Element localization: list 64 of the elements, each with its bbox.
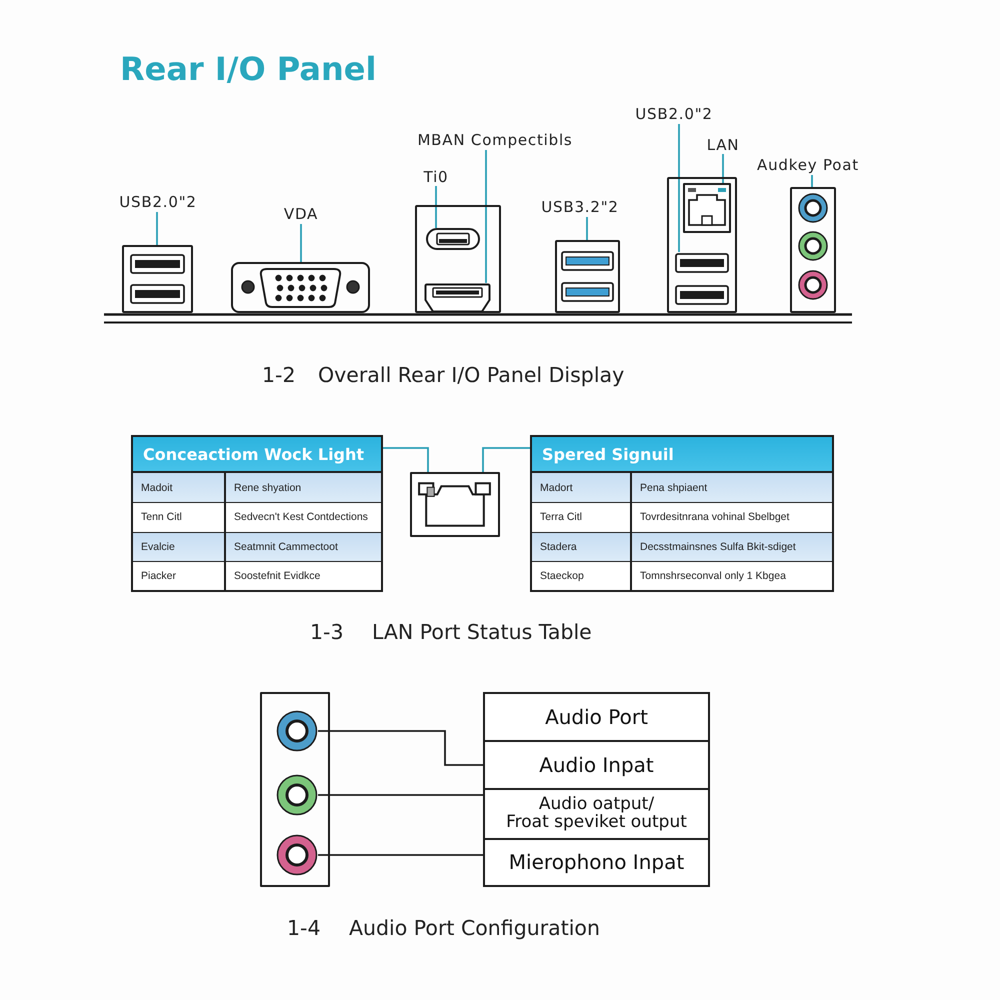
audio-jack-panel [790, 187, 836, 313]
leader-line [678, 124, 680, 252]
usb-port-pair [675, 252, 729, 306]
table-header: Spered Signuil [532, 437, 832, 473]
table-cell: Pena shpiaent [630, 473, 832, 502]
leader-line [383, 447, 429, 472]
figure-caption: LAN Port Status Table [372, 620, 592, 645]
leader-line [156, 212, 158, 245]
table-cell: Madort [532, 473, 630, 502]
port-label: USB2.0"2 [624, 104, 724, 124]
port-function-row: Audio Inpat [485, 740, 708, 788]
figure-caption: Overall Rear I/O Panel Display [318, 363, 624, 388]
vga-port [231, 262, 370, 313]
leader-line [435, 186, 437, 228]
port-housing [667, 177, 737, 313]
leader-line [485, 150, 487, 283]
table-cell: Stadera [532, 532, 630, 561]
port-function-row: Audio oatput/ Froat speviket output [485, 788, 708, 838]
figure-number: 1-3 [310, 620, 344, 645]
leader-line [482, 447, 530, 472]
port-function-table [483, 692, 710, 887]
table-cell: Decsstmainsnes Sulfa Bkit-sdiget [630, 532, 832, 561]
status-table [530, 435, 834, 592]
page-title: Rear I/O Panel [120, 50, 376, 88]
port-label: VDA [276, 204, 326, 224]
table-cell: Seatmnit Cammectoot [224, 532, 381, 561]
port-function-row: Mierophono Inpat [485, 838, 708, 885]
usb-port-stack [555, 240, 620, 313]
port-label: MBAN Compectibls [410, 130, 580, 150]
status-table [131, 435, 383, 592]
table-cell: Sedvecn't Kest Contdections [224, 502, 381, 532]
audio-jack [276, 834, 318, 876]
connector-line [318, 794, 485, 796]
table-cell: Soostefnit Evidkce [224, 560, 381, 590]
figure-caption: Audio Port Configuration [349, 916, 600, 941]
connector-line [318, 730, 485, 766]
hdmi-port [424, 283, 491, 313]
table-cell: Evalcie [133, 532, 224, 561]
port-label: Audkey Poat [756, 155, 860, 175]
leader-line [300, 224, 302, 262]
port-label: LAN [703, 136, 743, 154]
table-heading: Audio Port [544, 704, 649, 731]
port-label: Ti0 [421, 168, 451, 186]
table-cell: Madoit [133, 473, 224, 502]
port-label: USB3.2"2 [530, 197, 630, 217]
table-cell: Rene shyation [224, 473, 381, 502]
connector-line [318, 854, 485, 856]
usb-port-stack [122, 245, 193, 313]
audio-jack-panel [260, 692, 330, 887]
table-cell: Tomnshrseconval only 1 Kbgea [630, 560, 832, 590]
figure-number: 1-4 [287, 916, 320, 941]
port-housing [415, 205, 501, 313]
lan-port [683, 183, 731, 233]
displayport-connector [426, 228, 480, 250]
table-cell: Tovrdesitnrana vohinal Sbelbget [630, 502, 832, 532]
lan-port-icon [410, 472, 500, 537]
table-header: Conceactiom Wock Light [133, 437, 381, 473]
leader-line [811, 175, 813, 187]
leader-line [722, 154, 724, 183]
audio-jack [276, 774, 318, 816]
figure-number: 1-2 [262, 363, 296, 388]
leader-line [586, 217, 588, 240]
audio-jack [276, 710, 318, 752]
port-label: USB2.0"2 [108, 192, 208, 212]
